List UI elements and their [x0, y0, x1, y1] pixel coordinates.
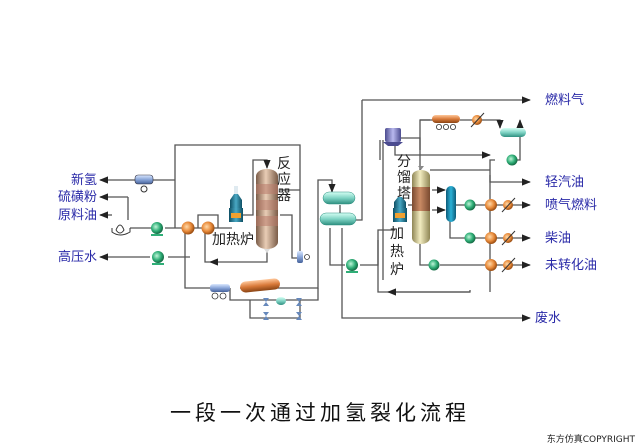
- label-high-pressure-water: 高压水: [58, 249, 97, 265]
- diagram-title: 一段一次通过加氢裂化流程: [170, 401, 470, 425]
- label-new-hydrogen: 新氢: [71, 172, 97, 188]
- copyright-notice: 东方仿真COPYRIGHT: [547, 433, 636, 445]
- product-exchanger-2-icon: [485, 232, 497, 244]
- product-pump-2-icon: [464, 232, 476, 244]
- heater-1-icon: [229, 186, 243, 222]
- heater-2-icon: [393, 197, 407, 222]
- effluent-cooler-icon: [240, 278, 280, 293]
- valve-icon: [297, 251, 310, 263]
- water-pump-icon: [152, 251, 164, 265]
- side-stripper-icon: [446, 186, 456, 222]
- product-exchanger-3-icon: [485, 259, 497, 271]
- output-labels: 燃料气 轻汽油 喷气燃料 柴油 未转化油 废水: [535, 92, 597, 326]
- pipes: [100, 96, 531, 322]
- lp-separator-icon: [319, 212, 357, 226]
- label-reactor-2: 应: [277, 171, 291, 188]
- heat-exchanger-2-icon: [201, 221, 215, 235]
- label-light-gasoline: 轻汽油: [545, 175, 584, 190]
- equipment-labels: 加热炉 反 应 器 分 馏 塔 加 热 炉: [212, 154, 411, 278]
- hp-separator-icon: [322, 191, 356, 205]
- product-pump-1-icon: [464, 199, 476, 211]
- label-diesel: 柴油: [545, 231, 571, 246]
- label-reactor-1: 反: [277, 156, 291, 172]
- label-heater-2-2: 热: [390, 244, 404, 260]
- separator-pump-icon: [346, 259, 358, 273]
- label-reactor-3: 器: [277, 188, 291, 204]
- air-cooler-icon: [210, 284, 230, 300]
- label-heater-1: 加热炉: [212, 232, 254, 248]
- equipment: [111, 112, 526, 320]
- label-fractionator-1: 分: [397, 154, 411, 170]
- label-feed-oil: 原料油: [58, 208, 97, 223]
- reflux-pump-icon: [506, 154, 518, 166]
- mixer-icon: [111, 224, 131, 236]
- overhead-cooler-icon: [432, 112, 485, 131]
- label-waste-water: 废水: [535, 310, 561, 326]
- label-jet-fuel: 喷气燃料: [545, 197, 597, 213]
- label-fuel-gas: 燃料气: [545, 92, 584, 108]
- label-fractionator-3: 塔: [397, 186, 411, 202]
- bottoms-pump-icon: [428, 259, 440, 271]
- label-heater-2-1: 加: [390, 226, 404, 242]
- label-fractionator-2: 馏: [397, 170, 411, 186]
- heat-exchanger-1-icon: [181, 221, 195, 235]
- reactor-icon: [256, 169, 278, 253]
- feed-pump-icon: [151, 222, 163, 236]
- label-sulfur-powder: 硫磺粉: [58, 190, 97, 205]
- trim-coolers-icon: [501, 197, 516, 273]
- reflux-drum-icon: [383, 128, 403, 146]
- input-labels: 新氢 硫磺粉 原料油 高压水: [58, 172, 97, 265]
- hydrogen-compressor-icon: [134, 174, 154, 193]
- label-unconverted-oil: 未转化油: [545, 258, 597, 273]
- control-valves-icon: [263, 297, 302, 320]
- label-heater-2-3: 炉: [390, 262, 404, 278]
- product-exchanger-1-icon: [485, 199, 497, 211]
- fractionator-column-icon: [412, 166, 430, 244]
- overhead-separator-icon: [500, 128, 526, 137]
